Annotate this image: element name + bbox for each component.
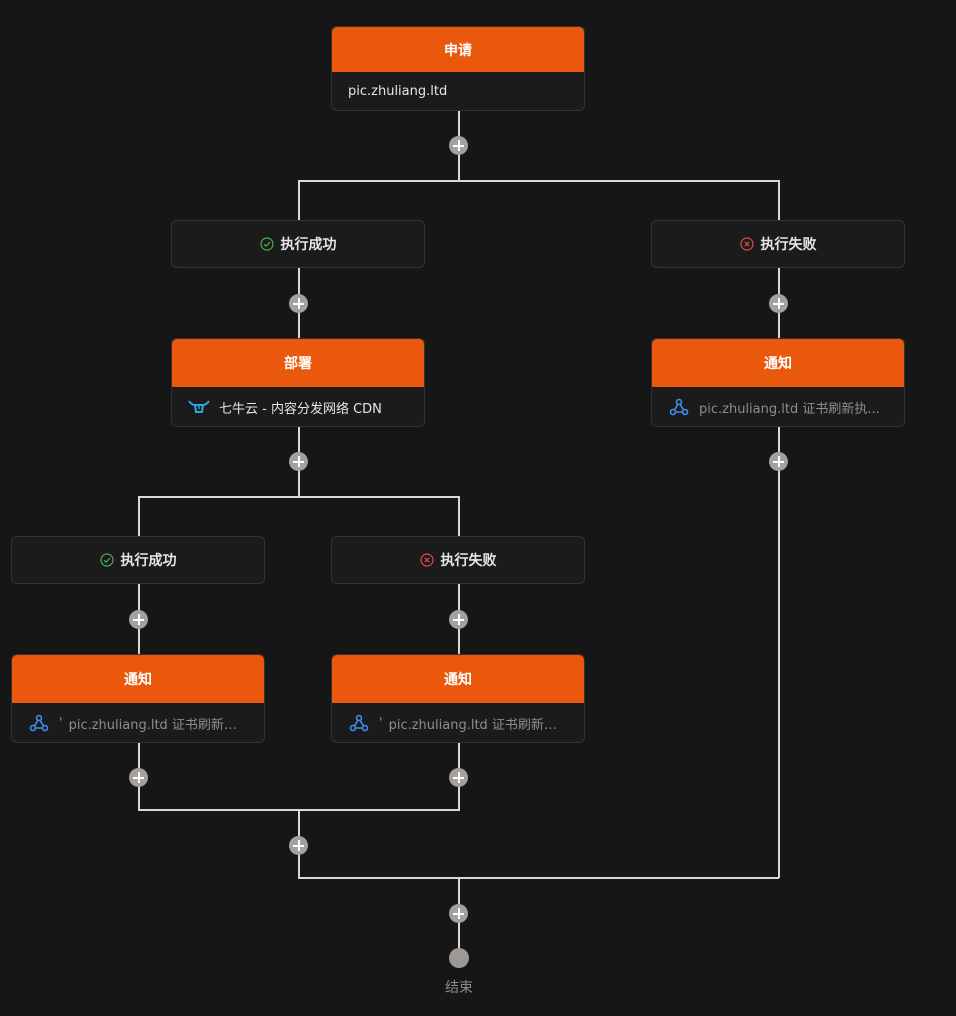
add-step-button[interactable] xyxy=(769,294,788,313)
branch-fail-bottom[interactable]: 执行失败 xyxy=(331,536,585,584)
deploy-node-title: 部署 xyxy=(172,339,424,387)
apply-node-title: 申请 xyxy=(332,27,584,72)
check-circle-icon xyxy=(99,553,114,567)
webhook-icon xyxy=(28,714,50,732)
webhook-icon xyxy=(348,714,370,732)
branch-label: 执行失败 xyxy=(760,237,817,253)
add-step-button[interactable] xyxy=(449,768,468,787)
end-node-dot xyxy=(449,948,469,968)
branch-label: 执行失败 xyxy=(440,553,497,569)
notify-prefix: ' xyxy=(379,715,383,731)
x-circle-icon xyxy=(419,553,434,567)
qiniu-cow-icon xyxy=(188,398,210,416)
notify-text: pic.zhuliang.ltd 证书刷新失败 xyxy=(388,717,568,733)
branch-label: 执行成功 xyxy=(120,553,177,569)
add-step-button[interactable] xyxy=(449,610,468,629)
notify-node-success[interactable]: 通知 ' pic.zhuliang.ltd 证书刷新成功 xyxy=(11,654,265,743)
webhook-icon xyxy=(668,398,690,416)
notify-text: pic.zhuliang.ltd 证书刷新执... xyxy=(699,401,880,417)
apply-domain: pic.zhuliang.ltd xyxy=(348,84,448,99)
add-step-button[interactable] xyxy=(129,768,148,787)
notify-node-title: 通知 xyxy=(652,339,904,387)
notify-text: pic.zhuliang.ltd 证书刷新成功 xyxy=(68,717,248,733)
branch-success-top[interactable]: 执行成功 xyxy=(171,220,425,268)
add-step-button[interactable] xyxy=(289,836,308,855)
deploy-node[interactable]: 部署 七牛云 - 内容分发网络 CDN xyxy=(171,338,425,427)
add-step-button[interactable] xyxy=(289,294,308,313)
add-step-button[interactable] xyxy=(449,136,468,155)
notify-node-title: 通知 xyxy=(12,655,264,703)
check-circle-icon xyxy=(259,237,274,251)
notify-node-fail-top[interactable]: 通知 pic.zhuliang.ltd 证书刷新执... xyxy=(651,338,905,427)
deploy-provider: 七牛云 - 内容分发网络 CDN xyxy=(219,401,382,417)
x-circle-icon xyxy=(739,237,754,251)
notify-node-fail[interactable]: 通知 ' pic.zhuliang.ltd 证书刷新失败 xyxy=(331,654,585,743)
branch-success-bottom[interactable]: 执行成功 xyxy=(11,536,265,584)
add-step-button[interactable] xyxy=(449,904,468,923)
add-step-button[interactable] xyxy=(289,452,308,471)
branch-fail-top[interactable]: 执行失败 xyxy=(651,220,905,268)
apply-node[interactable]: 申请 pic.zhuliang.ltd xyxy=(331,26,585,111)
branch-label: 执行成功 xyxy=(280,237,337,253)
notify-node-title: 通知 xyxy=(332,655,584,703)
end-label: 结束 xyxy=(445,980,473,996)
add-step-button[interactable] xyxy=(129,610,148,629)
notify-prefix: ' xyxy=(59,715,63,731)
add-step-button[interactable] xyxy=(769,452,788,471)
